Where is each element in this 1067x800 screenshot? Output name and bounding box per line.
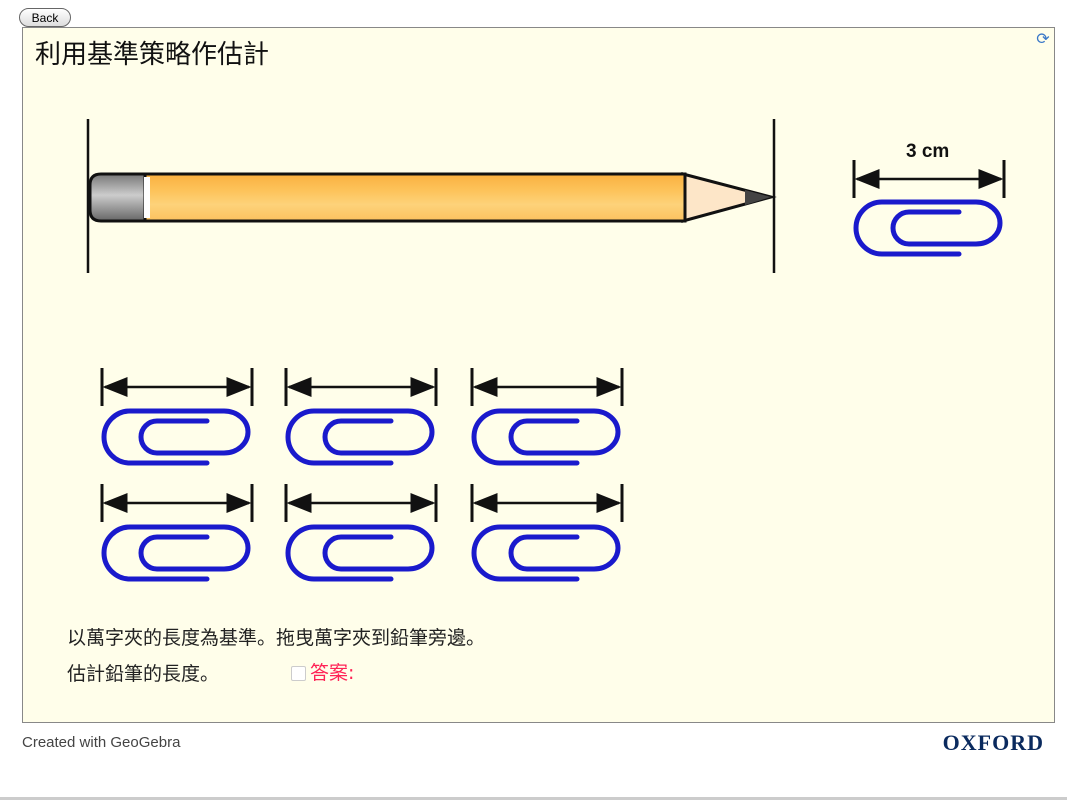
page-title: 利用基準策略作估計 [35, 40, 270, 70]
footer-credit: Created with GeoGebra [22, 734, 181, 751]
instruction-line-2: 估計鉛筆的長度。 [67, 663, 220, 685]
geogebra-applet: 利用基準策略作估計 ⟳ [22, 27, 1055, 723]
paperclip-1[interactable] [102, 368, 252, 463]
reference-length-label: 3 cm [906, 141, 950, 162]
paperclip-3[interactable] [472, 368, 622, 463]
answer-checkbox[interactable] [291, 666, 306, 681]
answer-label[interactable]: 答案: [310, 662, 355, 684]
canvas [86, 119, 1054, 722]
divider [0, 797, 1067, 800]
pencil [86, 119, 777, 273]
refresh-icon[interactable]: ⟳ [1036, 29, 1050, 48]
paperclip-2[interactable] [286, 368, 436, 463]
back-button[interactable]: Back [19, 8, 71, 27]
paperclip-5[interactable] [286, 484, 436, 579]
instruction-line-1: 以萬字夾的長度為基準。拖曳萬字夾到鉛筆旁邊。 [67, 627, 486, 649]
oxford-logo: OXFORD [942, 730, 1044, 755]
paperclip-6[interactable] [472, 484, 622, 579]
reference-paperclip[interactable] [854, 160, 1004, 254]
paperclip-4[interactable] [102, 484, 252, 579]
